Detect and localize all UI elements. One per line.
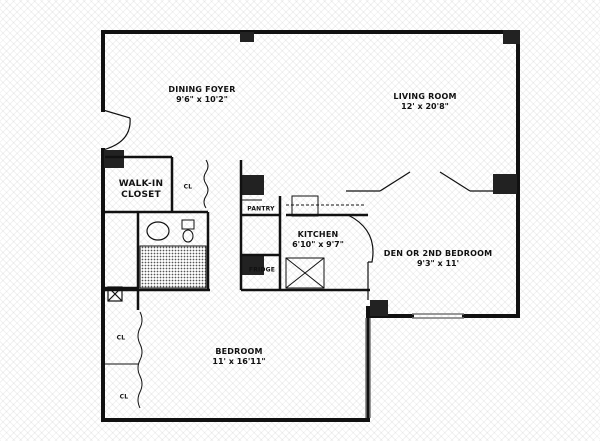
room-name: DINING FOYER	[168, 85, 236, 94]
room-dimensions: 11' x 16'11"	[212, 357, 266, 366]
interior-walls	[105, 155, 370, 310]
fridge-label: FRIDGE	[249, 266, 275, 274]
room-name-line-1: WALK-IN	[118, 178, 164, 189]
room-dimensions: 12' x 20'8"	[401, 102, 449, 111]
room-walk-in-closet: WALK-IN CLOSET	[119, 179, 163, 202]
den-openings	[346, 171, 493, 300]
room-dimensions: 6'10" x 9'7"	[292, 240, 344, 249]
room-kitchen: KITCHEN 6'10" x 9'7"	[292, 230, 344, 250]
bathroom	[139, 219, 207, 289]
entry-door	[102, 109, 131, 151]
room-name: DEN OR 2ND BEDROOM	[383, 249, 493, 258]
closet-label-3: CL	[120, 393, 129, 401]
exterior-walls	[101, 30, 520, 422]
room-living-room: LIVING ROOM 12' x 20'8"	[393, 92, 456, 112]
pantry-label: PANTRY	[247, 205, 274, 213]
room-name-line-2: CLOSET	[121, 190, 161, 200]
pantry-text: PANTRY	[247, 205, 275, 213]
closet-label-2: CL	[117, 334, 126, 342]
room-dimensions: 9'3" x 11'	[416, 259, 460, 268]
kitchen-fixtures	[241, 195, 364, 289]
room-dining-foyer: DINING FOYER 9'6" x 10'2"	[168, 85, 235, 105]
room-name: BEDROOM	[215, 347, 263, 356]
closet-text: CL	[119, 393, 129, 401]
den-window	[412, 313, 464, 319]
closet-text: CL	[116, 334, 126, 342]
room-bedroom: BEDROOM 11' x 16'11"	[212, 347, 265, 367]
room-name: KITCHEN	[297, 230, 339, 239]
room-den: DEN OR 2ND BEDROOM 9'3" x 11'	[384, 249, 493, 269]
closet-text: CL	[183, 183, 193, 191]
fridge-text: FRIDGE	[248, 266, 276, 274]
closet-label-1: CL	[184, 183, 193, 191]
closet-doors	[105, 159, 209, 409]
vent-shaft	[107, 286, 123, 302]
room-dimensions: 9'6" x 10'2"	[176, 95, 228, 104]
structural-columns	[104, 30, 520, 316]
room-name: LIVING ROOM	[393, 92, 457, 101]
bedroom-window	[365, 318, 371, 418]
